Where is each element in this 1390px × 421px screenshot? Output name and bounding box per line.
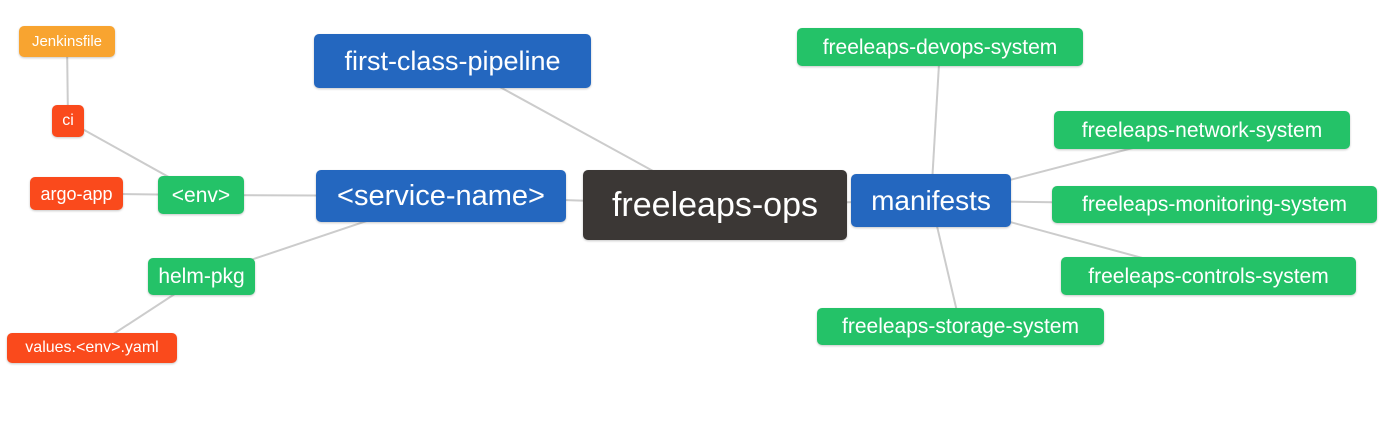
node-freeleaps-network-system[interactable]: freeleaps-network-system: [1054, 111, 1350, 149]
node-freeleaps-ops-root[interactable]: freeleaps-ops: [583, 170, 847, 240]
node-manifests[interactable]: manifests: [851, 174, 1011, 227]
node-first-class-pipeline[interactable]: first-class-pipeline: [314, 34, 591, 88]
node-freeleaps-storage-system[interactable]: freeleaps-storage-system: [817, 308, 1104, 345]
node-freeleaps-controls-system[interactable]: freeleaps-controls-system: [1061, 257, 1356, 295]
node-ci[interactable]: ci: [52, 105, 84, 137]
node-argo-app[interactable]: argo-app: [30, 177, 123, 210]
node-values-env-yaml[interactable]: values.<env>.yaml: [7, 333, 177, 363]
node-freeleaps-monitoring-system[interactable]: freeleaps-monitoring-system: [1052, 186, 1377, 223]
node-freeleaps-devops-system[interactable]: freeleaps-devops-system: [797, 28, 1083, 66]
node-jenkinsfile[interactable]: Jenkinsfile: [19, 26, 115, 57]
node-env[interactable]: <env>: [158, 176, 244, 214]
node-service-name[interactable]: <service-name>: [316, 170, 566, 222]
node-helm-pkg[interactable]: helm-pkg: [148, 258, 255, 295]
